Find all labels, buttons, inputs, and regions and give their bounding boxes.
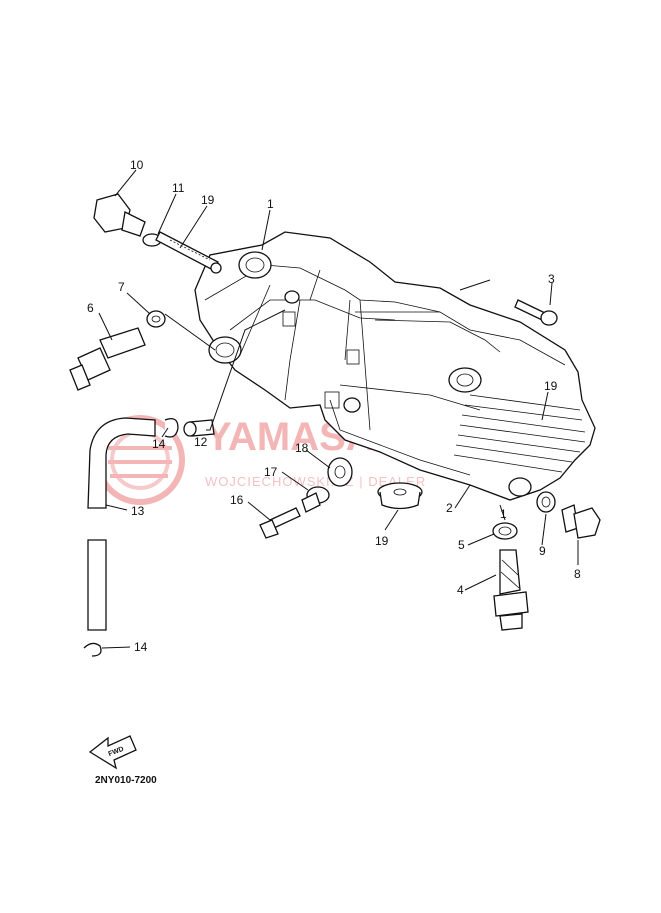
callout-16: 17: [264, 465, 278, 479]
callout-4: 4: [457, 583, 464, 597]
mounting-bolt: [514, 299, 558, 326]
hose-fitting: [69, 327, 146, 391]
callout-14-upper: 14: [152, 437, 166, 451]
callout-11: 11: [172, 181, 185, 195]
upper-mount-hole: [448, 367, 482, 393]
callout-18: 19: [375, 534, 389, 548]
leader-lines: [98, 169, 579, 649]
callout-19-dipstick: 19: [201, 193, 215, 207]
drain-washer: [536, 491, 556, 513]
callout-12: 12: [194, 435, 208, 449]
callout-labels: 10 11 19 1 3 7 6 19 14 12 13 18 17 16 19…: [87, 158, 581, 654]
crankcase-housing: [194, 231, 596, 501]
callout-3: 3: [548, 272, 555, 286]
dipstick: [155, 231, 222, 274]
drain-bolt: [561, 504, 601, 539]
part-code: 2NY010-7200: [95, 775, 157, 786]
callout-10: 10: [130, 158, 144, 172]
callout-5: 5: [458, 538, 465, 552]
callout-2: 2: [446, 501, 453, 515]
forward-arrow-icon: FWD: [88, 735, 137, 770]
hose-plug: [183, 419, 215, 437]
filler-port: [238, 251, 272, 279]
callout-17: 18: [295, 441, 309, 455]
hose-port: [208, 336, 242, 364]
damper-collar: [301, 486, 330, 513]
callout-13: 13: [131, 504, 145, 518]
hose-clamp-upper: [164, 417, 179, 438]
damper-bolt: [259, 507, 301, 539]
fitting-washer: [146, 310, 166, 328]
rubber-damper: [377, 482, 423, 510]
callout-15: 16: [230, 493, 244, 507]
oil-filler-cap: [93, 193, 146, 237]
drain-boss: [508, 477, 532, 497]
sensor-gasket: [492, 522, 518, 540]
callout-1-boss: 1: [500, 507, 507, 521]
hose-clamp-lower: [83, 642, 102, 657]
callout-14-lower: 14: [134, 640, 148, 654]
callout-7: 7: [118, 280, 125, 294]
temperature-sensor: [493, 549, 529, 631]
watermark-url: WOJCIECHOWSKI.CZ | DEALER: [205, 474, 426, 489]
callout-6: 6: [87, 301, 94, 315]
callout-19-label: 19: [544, 379, 558, 393]
callout-1-housing: 1: [267, 197, 274, 211]
callout-8: 8: [574, 567, 581, 581]
callout-9: 9: [539, 544, 546, 558]
rubber-grommet: [327, 457, 353, 487]
breather-hose: [87, 417, 156, 631]
